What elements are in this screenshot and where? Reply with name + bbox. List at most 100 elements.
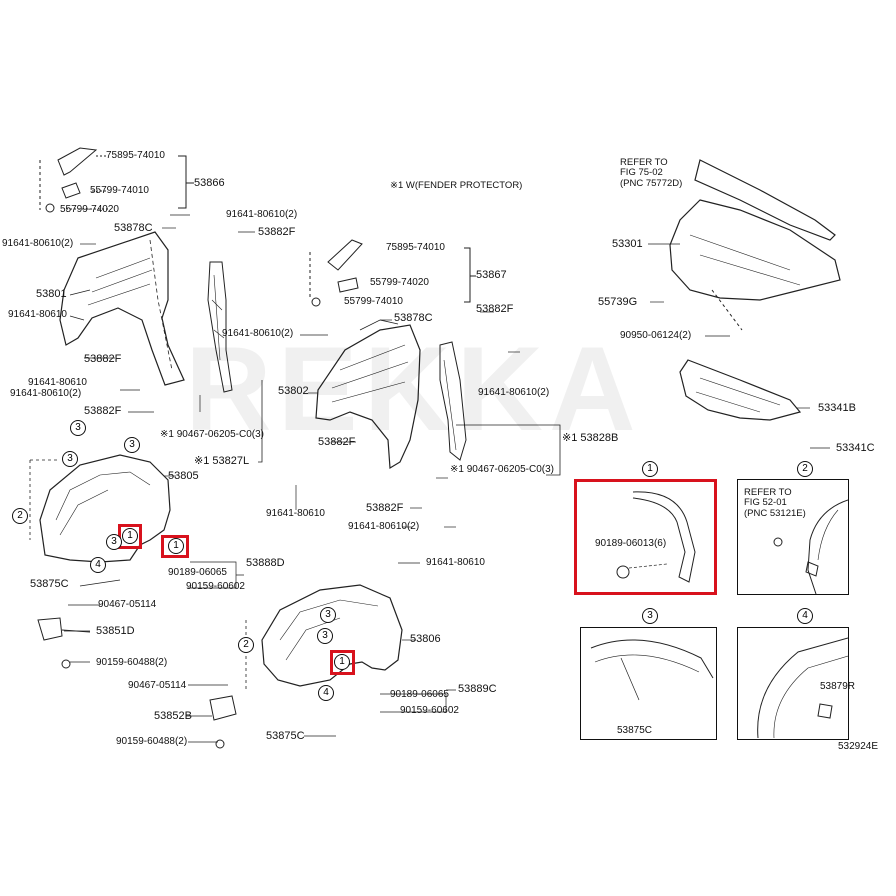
detail-panel-1: 90189-06013(6): [574, 479, 717, 595]
fender-left: [59, 231, 185, 386]
callout-1-a: 1: [122, 528, 138, 544]
label-90467-1: ※1 90467-06205-C0(3): [160, 429, 264, 440]
label-53882f-3: 53882F: [84, 405, 122, 417]
label-91641-9: 91641-80610: [266, 508, 325, 519]
detail-4-art: [757, 637, 848, 739]
callout-3-e: 3: [320, 607, 336, 623]
label-91641-6: 91641-80610(2): [222, 328, 294, 339]
callout-4-b: 4: [318, 685, 334, 701]
label-53875c-detail: 53875C: [617, 725, 653, 736]
refer2-line3: (PNC 53121E): [744, 507, 806, 519]
label-91641-1: 91641-80610(2): [226, 209, 298, 220]
label-55799-74010-mid: 55799-74010: [344, 296, 403, 307]
label-53341b: 53341B: [818, 402, 856, 414]
hood: [669, 159, 841, 331]
label-90159-2: 90159-60488(2): [96, 657, 168, 668]
callout-3-panel: 3: [642, 608, 658, 624]
hood-insulator: [679, 359, 802, 421]
liner-left: [29, 454, 171, 563]
label-91641-10: 91641-80610(2): [348, 521, 420, 532]
label-53851d: 53851D: [96, 625, 135, 637]
highlight-box-b: [161, 535, 189, 558]
callout-4-panel: 4: [797, 608, 813, 624]
label-53806: 53806: [410, 633, 441, 645]
refer2-line1: REFER TO: [744, 487, 792, 498]
label-53882f-2: 53882F: [84, 353, 122, 365]
bracket-53852B: [209, 695, 237, 749]
refer1-line2: FIG 75-02: [620, 167, 663, 179]
label-90189-2: 90189-06065: [390, 689, 449, 700]
label-53875c-2: 53875C: [266, 730, 305, 742]
highlight-box-c: [330, 650, 355, 675]
label-53875c-1: 53875C: [30, 578, 69, 590]
label-53805: 53805: [168, 470, 199, 482]
callout-2-b: 2: [238, 637, 254, 653]
detail-panel-2: REFER TO FIG 52-01 (PNC 53121E): [737, 479, 849, 595]
label-53888d: 53888D: [246, 557, 285, 569]
strip-53828B: [439, 341, 561, 476]
label-91641-3: 91641-80610: [8, 309, 67, 320]
detail-1-art: [616, 491, 696, 583]
label-53879r: 53879R: [820, 681, 856, 692]
callout-1-panel: 1: [642, 461, 658, 477]
callout-3-f: 3: [317, 628, 333, 644]
callout-3-d: 3: [106, 534, 122, 550]
note-fender-protector: ※1 W(FENDER PROTECTOR): [390, 180, 523, 191]
strip-53827L: [207, 261, 263, 463]
bracket-53867: [309, 239, 476, 307]
label-53878c-2: 53878C: [394, 312, 433, 324]
label-53866: 53866: [194, 177, 225, 189]
bracket-53866: [39, 147, 194, 213]
refer-fig-52: REFER TO FIG 52-01 (PNC 53121E): [744, 487, 806, 519]
label-53852b: 53852B: [154, 710, 192, 722]
callout-2-a: 2: [12, 508, 28, 524]
label-53882f-5: 53882F: [318, 436, 356, 448]
refer-fig-75: REFER TO FIG 75-02 (PNC 75772D): [620, 157, 682, 189]
watermark: REKKA: [185, 322, 642, 456]
callout-3-b: 3: [124, 437, 140, 453]
label-53867: 53867: [476, 269, 507, 281]
label-75895-top: 75895-74010: [106, 150, 165, 161]
label-90189-06013: 90189-06013(6): [595, 538, 667, 549]
label-91641-8: 91641-80610(2): [478, 387, 550, 398]
label-90159-4: 90159-60488(2): [116, 736, 188, 747]
callout-4-a: 4: [90, 557, 106, 573]
callout-2-panel: 2: [797, 461, 813, 477]
label-53828b: ※1 53828B: [562, 432, 619, 444]
figure-code: 532924E: [838, 741, 879, 752]
label-53801: 53801: [36, 288, 67, 300]
label-90159-1: 90159-60602: [186, 581, 245, 592]
label-55799-74010-top: 55799-74010: [90, 185, 149, 196]
label-91641-4: 91641-80610: [28, 377, 87, 388]
label-55799-74020-mid: 55799-74020: [370, 277, 429, 288]
label-53889c: 53889C: [458, 683, 497, 695]
label-53802: 53802: [278, 385, 309, 397]
refer1-line1: REFER TO: [620, 157, 668, 168]
label-55739g: 55739G: [598, 296, 638, 308]
label-53878c-1: 53878C: [114, 222, 153, 234]
label-55799-74020-top: 55799-74020: [60, 204, 119, 215]
label-75895-mid: 75895-74010: [386, 242, 445, 253]
label-90467-2: ※1 90467-06205-C0(3): [450, 464, 554, 475]
label-91641-5: 91641-80610(2): [10, 388, 82, 399]
label-90950: 90950-06124(2): [620, 330, 692, 341]
label-53301: 53301: [612, 238, 643, 250]
detail-3-art: [590, 639, 714, 701]
callout-1-b: 1: [168, 538, 184, 554]
callout-3-a: 3: [70, 420, 86, 436]
detail-2-art: [773, 499, 848, 594]
callout-3-c: 3: [62, 451, 78, 467]
label-91641-2: 91641-80610(2): [2, 238, 74, 249]
label-53827l: ※1 53827L: [194, 455, 250, 467]
bracket-53851D: [37, 617, 91, 669]
label-53882f-4: 53882F: [476, 303, 514, 315]
label-90467-3: 90467-05114: [98, 599, 157, 610]
label-90159-3: 90159-60602: [400, 705, 459, 716]
label-90189-1: 90189-06065: [168, 567, 227, 578]
detail-panel-4: 53879R: [737, 627, 855, 740]
callout-1-c: 1: [334, 654, 350, 670]
label-53882f-6: 53882F: [366, 502, 404, 514]
label-53882f-1: 53882F: [258, 226, 296, 238]
refer2-line2: FIG 52-01: [744, 497, 787, 509]
